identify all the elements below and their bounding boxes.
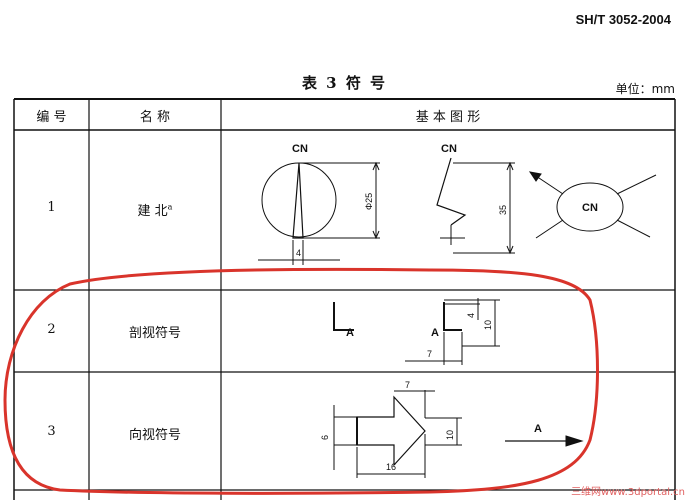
dim-text-10b: 10 (445, 430, 455, 440)
north-bent-needle (436, 157, 467, 226)
row3-name: 向视符号 (128, 428, 181, 443)
ray-nw-arrowhead (528, 171, 542, 182)
col-header-no: 编 号 (36, 110, 67, 125)
ray-ne (616, 174, 657, 195)
row1-name: 建 北a (89, 200, 221, 219)
row2-no: 2 (47, 322, 56, 337)
row1-name-text: 建 北 (137, 204, 168, 219)
row1-no: 1 (47, 200, 56, 215)
view-direction-arrowhead (565, 435, 584, 447)
section-mark-1 (333, 302, 354, 331)
ray-sw (535, 219, 564, 239)
north-label-1: CN (292, 143, 308, 155)
watermark: 三维网www.3dportal.cn (571, 487, 685, 498)
dim-text-7a: 7 (427, 349, 432, 359)
north-needle (292, 162, 304, 239)
ray-se (616, 219, 651, 238)
dim-text-phi25: Φ25 (364, 193, 374, 210)
dim-arrows-phi25 (372, 161, 380, 240)
view-direction-label: A (534, 423, 542, 435)
red-annotation-loop (3, 267, 599, 495)
row2-name: 剖视符号 (128, 326, 181, 341)
dim-text-10a: 10 (483, 320, 493, 330)
view-block-arrow (356, 395, 426, 467)
section-label-1: A (346, 327, 354, 339)
row1-note-mark: a (167, 202, 173, 212)
col-header-figure: 基 本 图 形 (415, 110, 481, 125)
dim-text-4: 4 (296, 248, 301, 258)
standard-number: SH/T 3052-2004 (575, 12, 671, 27)
north-label-2: CN (441, 143, 457, 155)
north-label-3: CN (582, 202, 598, 214)
section-mark-2 (443, 302, 462, 331)
north-ellipse (556, 182, 624, 232)
row3-no: 3 (47, 424, 56, 439)
dim-text-7b: 7 (405, 380, 410, 390)
dim-text-35: 35 (498, 205, 508, 215)
col-header-name: 名 称 (139, 110, 171, 125)
section-label-2: A (431, 327, 439, 339)
unit-label: 单位：mm (615, 82, 675, 96)
dim-text-6: 6 (320, 435, 330, 440)
dim-text-4b: 4 (466, 313, 476, 318)
table-title: 表 3 符 号 (301, 74, 388, 92)
dim-arrows-35 (506, 161, 514, 255)
dim-text-16: 16 (386, 462, 396, 472)
